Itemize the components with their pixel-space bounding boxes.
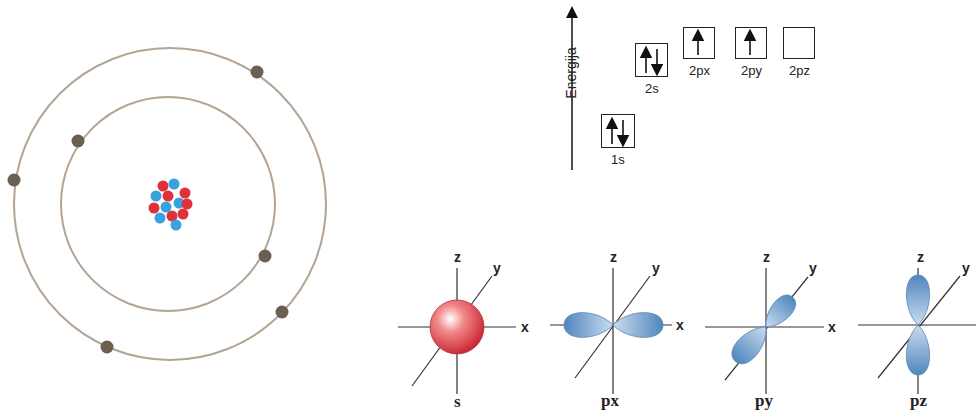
- electrons: [8, 66, 289, 354]
- orbital-box-outline: [735, 27, 767, 59]
- spin-arrows: [612, 35, 750, 144]
- axis-label: x: [521, 320, 529, 334]
- s-orbital: [398, 268, 516, 394]
- py-orbital: [705, 268, 824, 394]
- orbital-box: 2s: [635, 43, 668, 97]
- bohr-model: [8, 48, 327, 360]
- axis-label: z: [610, 250, 617, 264]
- orbital-box-outline: [601, 114, 635, 148]
- orbital-caption: py: [755, 392, 773, 409]
- orbital-name: 2py: [741, 64, 762, 77]
- orbital-box-outline: [635, 43, 668, 77]
- axis-label: z: [917, 250, 924, 264]
- orbital-caption: px: [601, 392, 619, 409]
- pz-orbital: [858, 268, 976, 394]
- orbital-name: 2s: [645, 82, 659, 95]
- orbital-box-outline: [683, 27, 715, 59]
- px-orbital: [550, 268, 672, 394]
- orbital-caption: s: [454, 393, 461, 410]
- orbital-caption: pz: [910, 392, 927, 409]
- orbital-box-outline: [783, 27, 815, 59]
- orbital-name: 2px: [689, 64, 710, 77]
- orbital-name: 2pz: [789, 64, 810, 77]
- orbital-box: 2py: [735, 27, 767, 79]
- axis-label: y: [809, 261, 817, 275]
- axis-label: y: [962, 261, 970, 275]
- axis-label: y: [493, 261, 501, 275]
- axis-title: Energija: [564, 47, 578, 98]
- axis-label: x: [828, 320, 836, 334]
- axis-label: z: [763, 250, 770, 264]
- orbital-box: 1s: [601, 114, 635, 168]
- axis-label: z: [454, 250, 461, 264]
- nucleus: [149, 179, 193, 231]
- orbital-name: 1s: [611, 153, 625, 166]
- axis-label: y: [652, 261, 660, 275]
- axis-label: x: [676, 318, 684, 332]
- orbital-box: 2px: [683, 27, 715, 79]
- orbital-box: 2pz: [783, 27, 815, 79]
